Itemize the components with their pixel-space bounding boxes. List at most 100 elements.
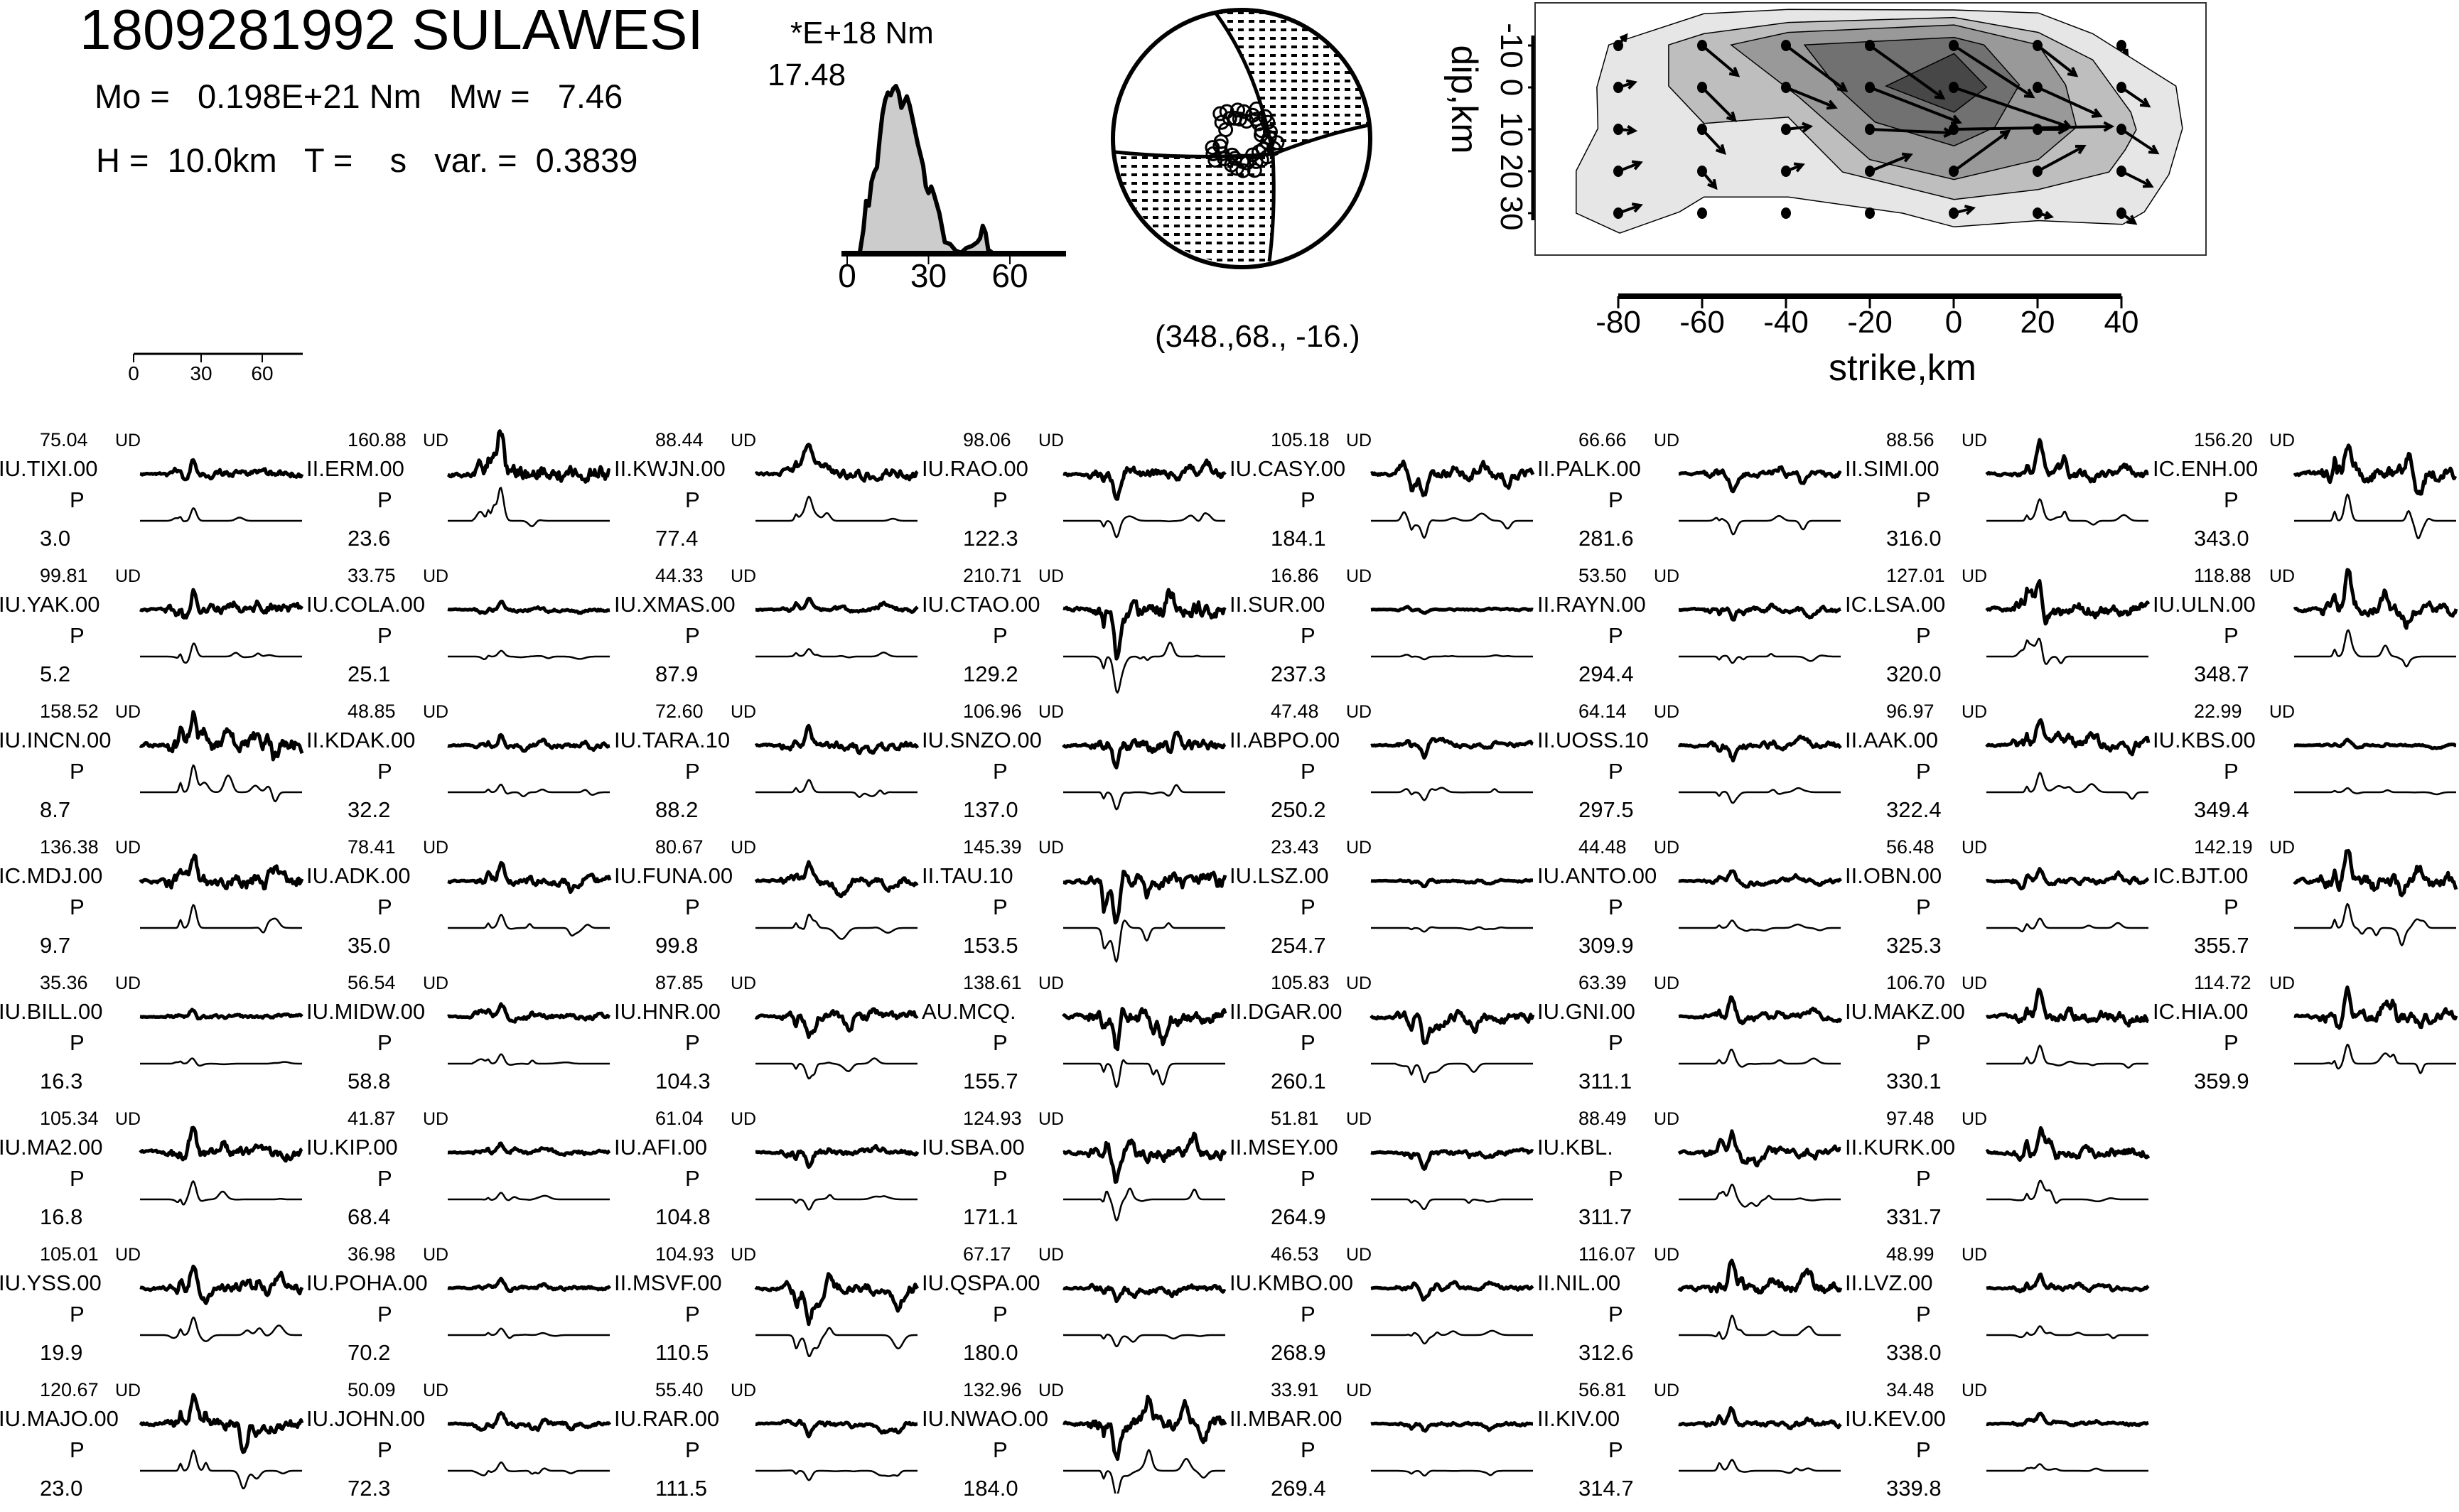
station-name: IU.KBL. bbox=[1537, 1135, 1613, 1160]
station-amplitude: 23.43 bbox=[1271, 836, 1319, 858]
station-phase: P bbox=[1301, 1030, 1315, 1055]
station-name: IU.TARA.10 bbox=[614, 728, 731, 752]
observed-waveform bbox=[139, 710, 304, 762]
slip-map-frame bbox=[1534, 2, 2207, 256]
synthetic-waveform bbox=[140, 642, 302, 664]
compressional-quadrant bbox=[1115, 152, 1274, 264]
station-amplitude: 64.14 bbox=[1578, 701, 1627, 722]
slip-node bbox=[1781, 207, 1791, 219]
slip-vector-arrow bbox=[2037, 144, 2087, 173]
slip-vector-arrow bbox=[2120, 44, 2129, 57]
station-component: UD bbox=[1038, 1109, 1065, 1129]
station-phase: P bbox=[1301, 1302, 1315, 1327]
station-azimuth: 339.8 bbox=[1886, 1476, 1942, 1501]
observed-waveform bbox=[2293, 568, 2458, 630]
strike-tick-label: 0 bbox=[1945, 305, 1962, 340]
station-polarity-marker bbox=[1251, 116, 1266, 131]
station-name: IU.JOHN.00 bbox=[306, 1406, 426, 1431]
station-amplitude: 34.48 bbox=[1886, 1379, 1935, 1400]
station-phase: P bbox=[685, 759, 700, 784]
station-name: IU.CTAO.00 bbox=[922, 592, 1040, 617]
station-component: UD bbox=[2269, 973, 2296, 993]
station-azimuth: 322.4 bbox=[1886, 797, 1942, 822]
synthetic-waveform bbox=[755, 1469, 918, 1481]
station-name: II.MBAR.00 bbox=[1230, 1406, 1343, 1431]
synthetic-waveform bbox=[1063, 1187, 1225, 1222]
station-component: UD bbox=[1038, 838, 1065, 858]
slip-vector-arrow bbox=[2120, 128, 2160, 155]
station-component: UD bbox=[1038, 566, 1065, 586]
synthetic-waveform bbox=[1679, 1459, 1841, 1474]
station-amplitude: 98.06 bbox=[963, 429, 1011, 450]
station-name: IU.QSPA.00 bbox=[922, 1270, 1040, 1295]
station-phase: P bbox=[1608, 895, 1623, 919]
station-component: UD bbox=[115, 431, 141, 450]
observed-waveform bbox=[1370, 1420, 1534, 1433]
synthetic-waveform bbox=[140, 1449, 302, 1490]
station-azimuth: 72.3 bbox=[348, 1476, 391, 1501]
station-azimuth: 338.0 bbox=[1886, 1340, 1942, 1365]
station-azimuth: 250.2 bbox=[1271, 797, 1326, 822]
observed-waveform bbox=[1062, 870, 1227, 925]
station-component: UD bbox=[1962, 1381, 1988, 1400]
station-name: IC.ENH.00 bbox=[2153, 456, 2259, 481]
station-phase: P bbox=[70, 623, 85, 648]
stf-tick-label: 0 bbox=[838, 257, 856, 294]
station-azimuth: 309.9 bbox=[1578, 933, 1634, 958]
strike-tick-label: -80 bbox=[1596, 305, 1641, 340]
station-phase: P bbox=[377, 1437, 392, 1462]
observed-waveform bbox=[2293, 443, 2458, 496]
station-amplitude: 127.01 bbox=[1886, 565, 1945, 586]
synthetic-waveform bbox=[2294, 493, 2456, 539]
station-component: UD bbox=[1346, 838, 1372, 858]
station-name: II.SUR.00 bbox=[1230, 592, 1325, 617]
station-phase: P bbox=[1916, 1302, 1931, 1327]
station-component: UD bbox=[731, 973, 757, 993]
station-amplitude: 33.75 bbox=[348, 565, 396, 586]
station-amplitude: 105.83 bbox=[1271, 972, 1330, 993]
station-component: UD bbox=[2269, 702, 2296, 722]
synthetic-waveform bbox=[448, 1327, 610, 1339]
station-phase: P bbox=[377, 623, 392, 648]
station-azimuth: 297.5 bbox=[1578, 797, 1634, 822]
station-amplitude: 106.70 bbox=[1886, 972, 1945, 993]
station-component: UD bbox=[115, 1381, 141, 1400]
event-title: 1809281992 SULAWESI bbox=[80, 0, 704, 61]
observed-waveform bbox=[1062, 458, 1227, 501]
station-polarity-marker bbox=[1222, 111, 1237, 126]
station-azimuth: 5.2 bbox=[40, 662, 71, 686]
station-azimuth: 16.8 bbox=[40, 1204, 83, 1229]
slip-node bbox=[1697, 207, 1707, 219]
station-component: UD bbox=[731, 1245, 757, 1265]
synthetic-waveform bbox=[1371, 926, 1533, 933]
station-name: II.KWJN.00 bbox=[614, 456, 726, 481]
strike-tick-label: 40 bbox=[2104, 305, 2139, 340]
station-component: UD bbox=[1962, 1109, 1988, 1129]
station-phase: P bbox=[685, 895, 700, 919]
observed-waveform bbox=[1678, 465, 1842, 494]
slip-vector-arrow bbox=[1869, 86, 1962, 125]
station-phase: P bbox=[70, 1166, 85, 1191]
observed-waveform bbox=[1370, 1008, 1535, 1045]
synthetic-waveform bbox=[1063, 1059, 1225, 1089]
synthetic-waveform bbox=[1063, 512, 1225, 539]
station-azimuth: 88.2 bbox=[655, 797, 699, 822]
station-polarity-marker bbox=[1225, 147, 1240, 163]
station-component: UD bbox=[115, 1109, 141, 1129]
station-name: II.KDAK.00 bbox=[306, 728, 416, 752]
station-azimuth: 68.4 bbox=[348, 1204, 391, 1229]
station-name: IU.ULN.00 bbox=[2153, 592, 2256, 617]
slip-vector-arrow bbox=[1785, 122, 1814, 133]
station-name: II.LVZ.00 bbox=[1845, 1270, 1933, 1295]
station-azimuth: 311.1 bbox=[1578, 1069, 1632, 1094]
station-amplitude: 105.34 bbox=[40, 1108, 99, 1129]
slip-vector-arrow bbox=[1785, 44, 1849, 92]
